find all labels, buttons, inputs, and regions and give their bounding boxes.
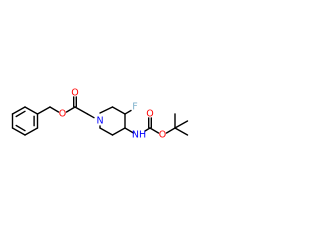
chemical-structure: N F NH O O O O bbox=[11, 88, 189, 141]
substituent-bonds bbox=[124, 109, 135, 134]
cbz-carbonyl bbox=[72, 96, 95, 119]
piperidine-ring bbox=[99, 106, 126, 136]
atom-o-ester-boc-label: O bbox=[159, 130, 166, 141]
atom-f-label: F bbox=[132, 102, 137, 113]
atom-o-carbonyl-boc-label: O bbox=[146, 109, 153, 120]
atom-nh-label: NH bbox=[132, 130, 146, 141]
atom-n1-label: N bbox=[96, 116, 103, 127]
benzyl-linker bbox=[36, 106, 76, 115]
atom-o-ester-cbz-label: O bbox=[59, 109, 66, 120]
atom-o-carbonyl-cbz-label: O bbox=[71, 88, 78, 99]
benzene-ring bbox=[11, 106, 39, 136]
boc-group bbox=[144, 113, 189, 136]
